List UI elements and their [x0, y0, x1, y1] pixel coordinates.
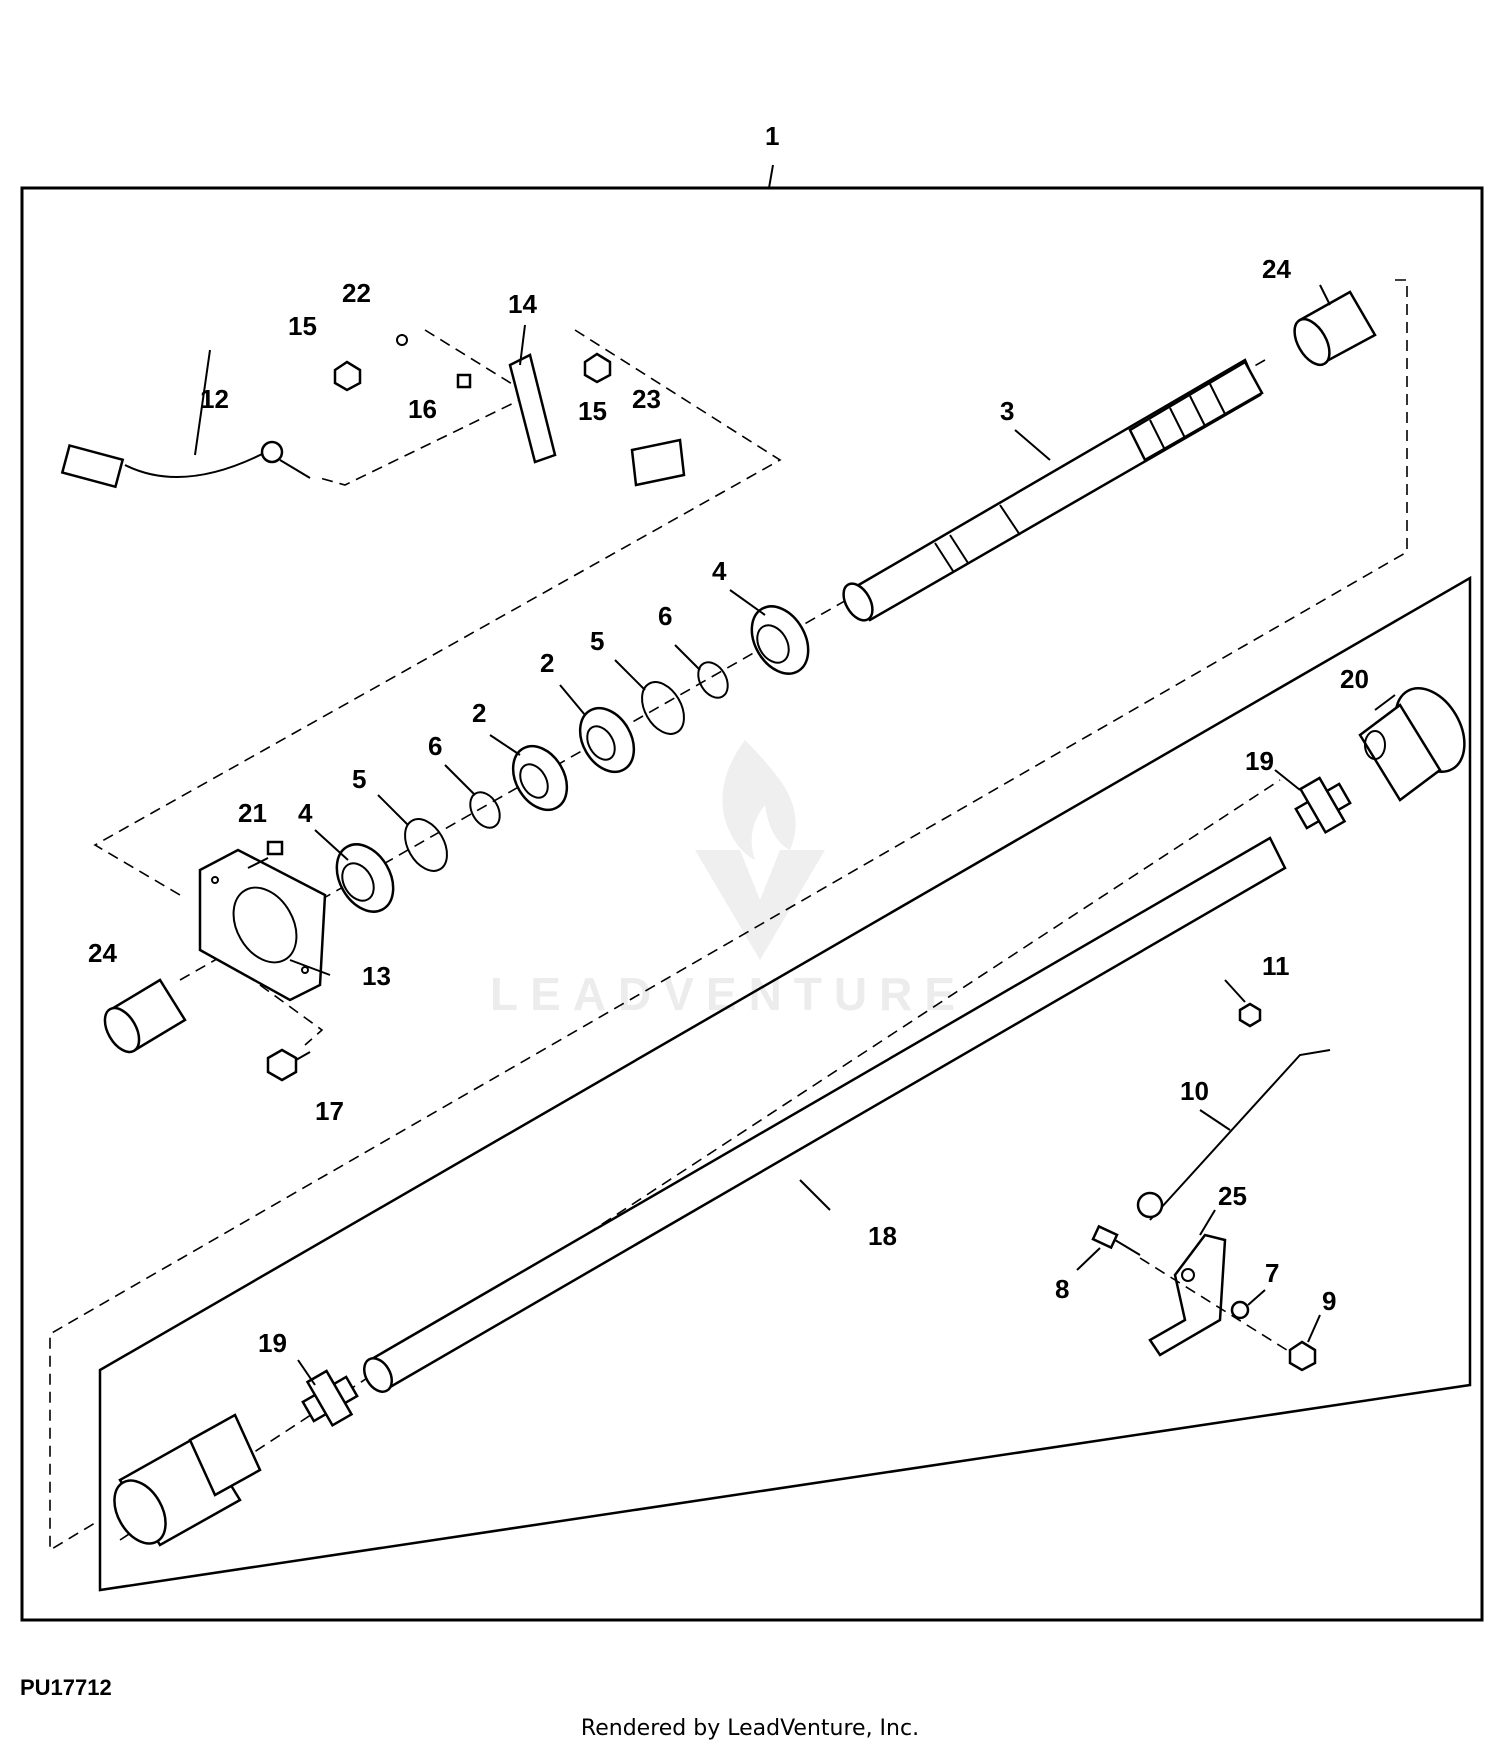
watermark-v-icon — [695, 850, 825, 960]
footer-credit: Rendered by LeadVenture, Inc. — [580, 1716, 920, 1741]
shaft-splines — [1128, 360, 1264, 462]
callout-2-left: 2 — [472, 698, 486, 728]
nut-15-left — [333, 360, 362, 392]
decal-23 — [630, 438, 686, 487]
callout-7: 7 — [1265, 1258, 1279, 1288]
callout-6-left: 6 — [428, 731, 442, 761]
callout-4-left: 4 — [298, 798, 313, 828]
bearing-4-left — [335, 843, 395, 913]
dashed-envelope-upper — [93, 329, 782, 896]
snap-ring-6-right — [697, 661, 729, 699]
callout-20: 20 — [1340, 664, 1369, 694]
dashed-envelope — [49, 279, 1408, 1552]
nut-15-right — [583, 352, 612, 384]
watermark-flame-icon — [722, 740, 796, 860]
cable-end — [1136, 1191, 1164, 1219]
callout-6-right: 6 — [658, 601, 672, 631]
bolt-8 — [1091, 1224, 1119, 1250]
bolt-21 — [247, 840, 284, 869]
callout-22: 22 — [342, 278, 371, 308]
dashed-13-17 — [259, 984, 324, 1046]
sleeve-top — [1293, 290, 1377, 367]
u-joint-left — [301, 1369, 359, 1427]
bearing-4-right — [750, 605, 810, 675]
bearing-plate — [198, 848, 327, 1002]
snap-ring-5-left — [404, 818, 448, 872]
callout-labels: 1 24 22 15 14 15 16 23 12 3 4 6 5 2 2 20… — [88, 121, 1369, 1358]
callout-16: 16 — [408, 394, 437, 424]
watermark-text: LEADVENTURE — [490, 968, 967, 1020]
washer-7 — [1230, 1300, 1250, 1320]
callout-5-right: 5 — [590, 626, 604, 656]
callout-17: 17 — [315, 1096, 344, 1126]
sleeve-bottom — [103, 978, 187, 1054]
axis-8-9 — [1139, 1257, 1291, 1353]
callout-14: 14 — [508, 289, 537, 319]
bolt-16 — [456, 373, 472, 389]
callout-15-right: 15 — [578, 396, 607, 426]
callout-9: 9 — [1322, 1286, 1336, 1316]
callout-5-left: 5 — [352, 764, 366, 794]
input-shaft — [842, 358, 1264, 622]
callout-21: 21 — [238, 798, 267, 828]
drive-shaft-tube — [363, 836, 1287, 1393]
lock-lever-25 — [1148, 1233, 1227, 1357]
callout-24-top: 24 — [1262, 254, 1291, 284]
callout-12: 12 — [200, 384, 229, 414]
leader-1 — [768, 164, 774, 189]
callout-8: 8 — [1055, 1274, 1069, 1304]
yoke-left — [113, 1413, 262, 1547]
callout-19-left: 19 — [258, 1328, 287, 1358]
bearing-2-right — [578, 706, 636, 774]
lock-cable — [1149, 1049, 1331, 1221]
callout-25: 25 — [1218, 1181, 1247, 1211]
callout-1: 1 — [765, 121, 779, 151]
callout-4-right: 4 — [712, 556, 727, 586]
bolt-8-shank — [1114, 1239, 1141, 1256]
callout-2-right: 2 — [540, 648, 554, 678]
callout-15-left: 15 — [288, 311, 317, 341]
snap-ring-5-right — [641, 681, 685, 735]
u-joint-right — [1294, 776, 1352, 834]
callout-19-right: 19 — [1245, 746, 1274, 776]
callout-10: 10 — [1180, 1076, 1209, 1106]
bearing-2-left — [511, 744, 569, 812]
snap-ring-6-left — [469, 791, 501, 829]
bolt-17 — [266, 1048, 311, 1082]
speed-sensor — [60, 440, 311, 489]
sensor-bracket — [508, 353, 557, 464]
callout-13: 13 — [362, 961, 391, 991]
dashed-sensor-link — [319, 329, 532, 486]
driveshaft-subframe — [98, 575, 1472, 1592]
callout-24-bottom: 24 — [88, 938, 117, 968]
callout-3: 3 — [1000, 396, 1014, 426]
yoke-20 — [1358, 686, 1466, 802]
bolt-11 — [1238, 1002, 1262, 1028]
callout-18: 18 — [868, 1221, 897, 1251]
callout-11: 11 — [1262, 951, 1290, 981]
callout-leaders — [194, 284, 1396, 1386]
driveshaft-axis — [119, 779, 1281, 1541]
figure-id: PU17712 — [20, 1675, 112, 1700]
assembly-frame — [20, 186, 1484, 1622]
washer-22 — [396, 334, 408, 346]
callout-23: 23 — [632, 384, 661, 414]
nut-9 — [1288, 1340, 1317, 1372]
